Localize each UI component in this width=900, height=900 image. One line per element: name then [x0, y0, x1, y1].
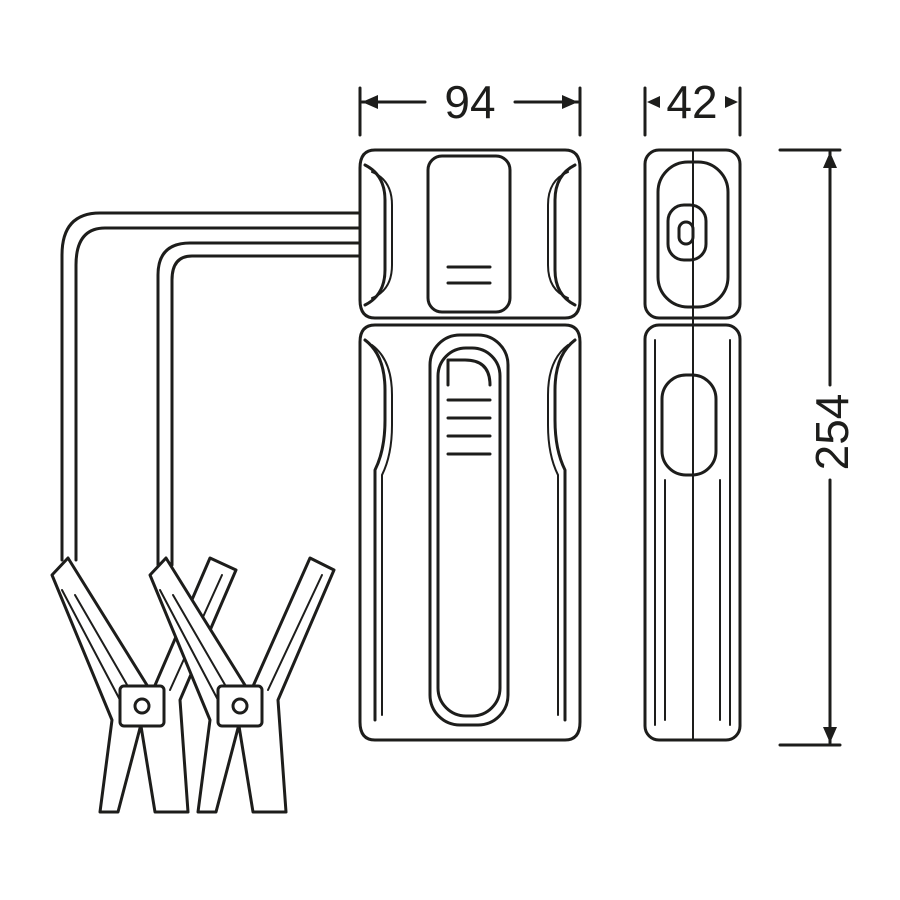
height-label: 254: [806, 394, 858, 471]
dimension-height: 254: [778, 148, 858, 747]
dimension-depth: 42: [643, 76, 742, 137]
jumper-cables: [60, 211, 374, 567]
device-front-view: [358, 148, 582, 742]
clamp-left: [50, 556, 238, 814]
device-side-view: [643, 148, 742, 742]
width-label: 94: [444, 76, 495, 128]
depth-label: 42: [666, 76, 717, 128]
clamp-right: [148, 556, 336, 814]
dimension-width: 94: [358, 76, 582, 137]
